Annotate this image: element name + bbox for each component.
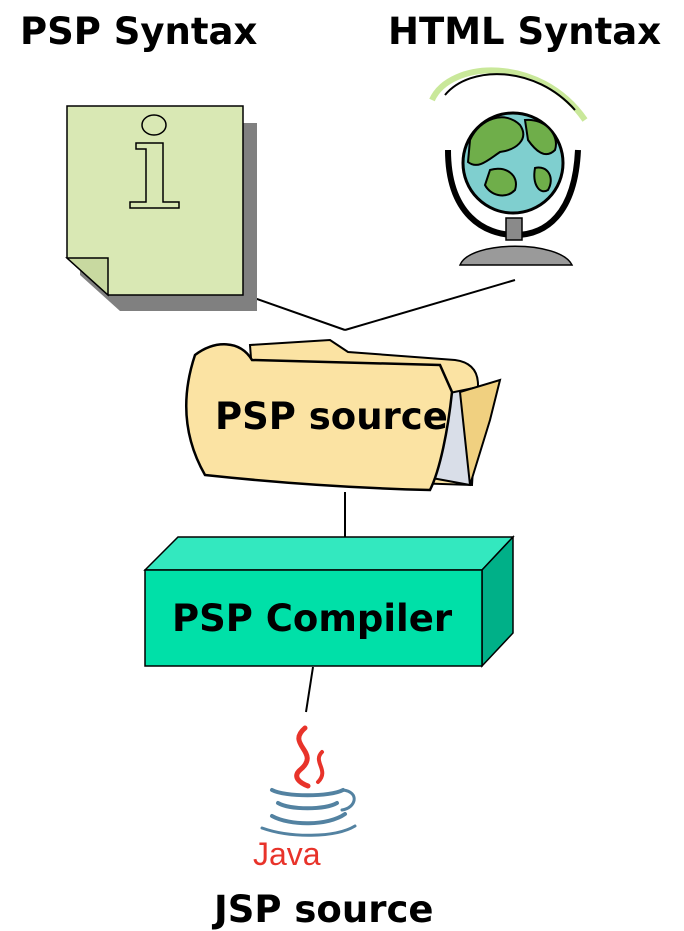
java-logo-text: Java bbox=[253, 836, 321, 872]
folder-icon bbox=[185, 338, 502, 492]
psp-source-label: PSP source bbox=[215, 395, 448, 438]
info-document-icon bbox=[65, 105, 257, 311]
connector-compiler-to-java bbox=[305, 666, 314, 713]
java-logo-icon: Java bbox=[253, 725, 357, 872]
psp-syntax-label: PSP Syntax bbox=[20, 10, 258, 53]
connector-globe-to-folder bbox=[344, 279, 516, 331]
psp-compiler-label: PSP Compiler bbox=[172, 597, 453, 640]
globe-icon bbox=[429, 67, 588, 266]
compiler-box bbox=[143, 535, 515, 668]
html-syntax-label: HTML Syntax bbox=[388, 10, 662, 53]
jsp-source-label: JSP source bbox=[214, 888, 434, 931]
connector-doc-to-folder bbox=[239, 292, 346, 331]
